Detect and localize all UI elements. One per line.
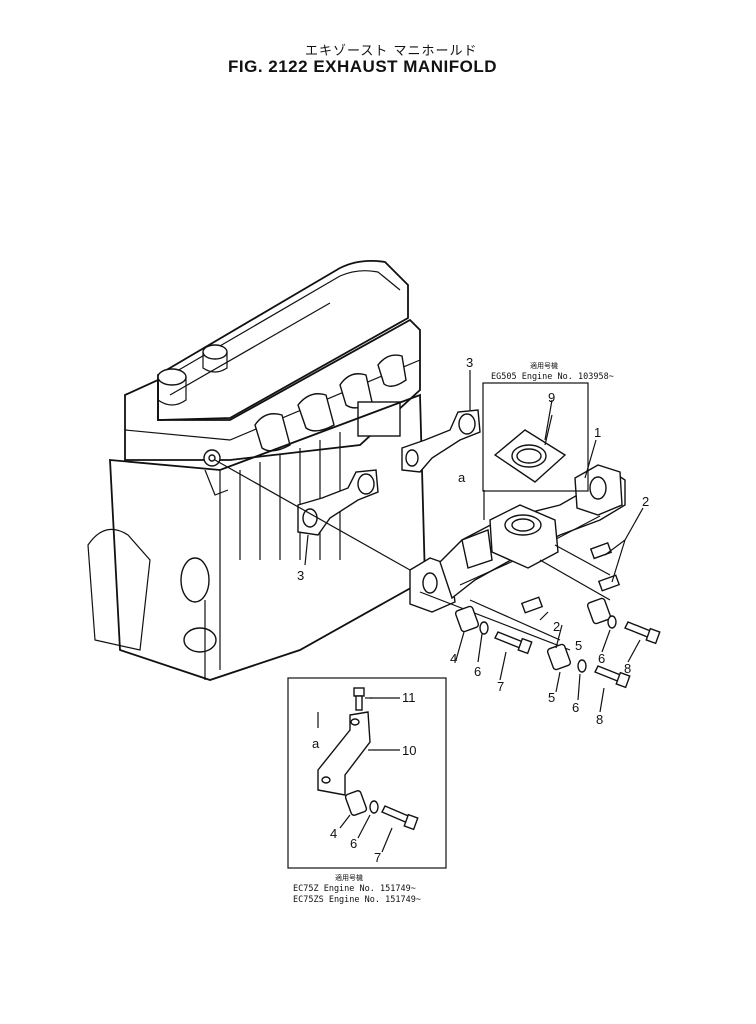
callout-5-lower: 5 — [548, 690, 555, 705]
callout-7-inset: 7 — [374, 850, 381, 865]
callout-3-upper: 3 — [466, 355, 473, 370]
note-top-jp: 適用号機 — [530, 361, 558, 370]
callout-6-inset: 6 — [350, 836, 357, 851]
callout-9: 9 — [548, 390, 555, 405]
japanese-title: エキゾースト マニホールド — [305, 44, 478, 59]
reference-a-inset: a — [312, 736, 320, 751]
fasteners — [454, 541, 661, 689]
gasket-lower — [297, 469, 379, 536]
callout-8-lower: 8 — [596, 712, 603, 727]
callout-2-right: 2 — [642, 494, 649, 509]
exhaust-manifold — [409, 464, 626, 613]
callout-5-upper: 5 — [575, 638, 582, 653]
note-top-serial: EG505 Engine No. 103958~ — [491, 372, 614, 382]
reference-a-main: a — [458, 470, 466, 485]
engine-block — [87, 259, 426, 681]
callout-6-main-c: 6 — [572, 700, 579, 715]
note-bottom: 適用号機 EC75Z Engine No. 151749~ EC75ZS Eng… — [293, 873, 421, 905]
inset-top-box — [482, 382, 589, 492]
inset-bottom-box — [287, 677, 447, 869]
note-bottom-serial-2: EC75ZS Engine No. 151749~ — [293, 895, 421, 905]
note-top: 適用号機 EG505 Engine No. 103958~ — [491, 361, 614, 382]
note-bottom-jp: 適用号機 — [335, 873, 363, 882]
figure-title: FIG. 2122 EXHAUST MANIFOLD — [228, 57, 497, 76]
callout-6-main-b: 6 — [598, 651, 605, 666]
alignment-lines — [214, 459, 611, 651]
callout-labels: 3 3 1 2 2 9 a 4 6 7 5 6 8 5 6 8 11 10 a … — [297, 355, 649, 865]
leader-lines — [304, 370, 644, 853]
callout-8-upper: 8 — [624, 661, 631, 676]
callout-4-inset: 4 — [330, 826, 337, 841]
callout-3-lower: 3 — [297, 568, 304, 583]
gasket-upper — [401, 409, 481, 473]
callout-4-main: 4 — [450, 651, 457, 666]
callout-10: 10 — [402, 743, 416, 758]
callout-7-main: 7 — [497, 679, 504, 694]
callout-1: 1 — [594, 425, 601, 440]
callout-2-lower: 2 — [553, 619, 560, 634]
note-bottom-serial-1: EC75Z Engine No. 151749~ — [293, 884, 416, 894]
callout-11: 11 — [402, 690, 416, 705]
callout-6-main-a: 6 — [474, 664, 481, 679]
